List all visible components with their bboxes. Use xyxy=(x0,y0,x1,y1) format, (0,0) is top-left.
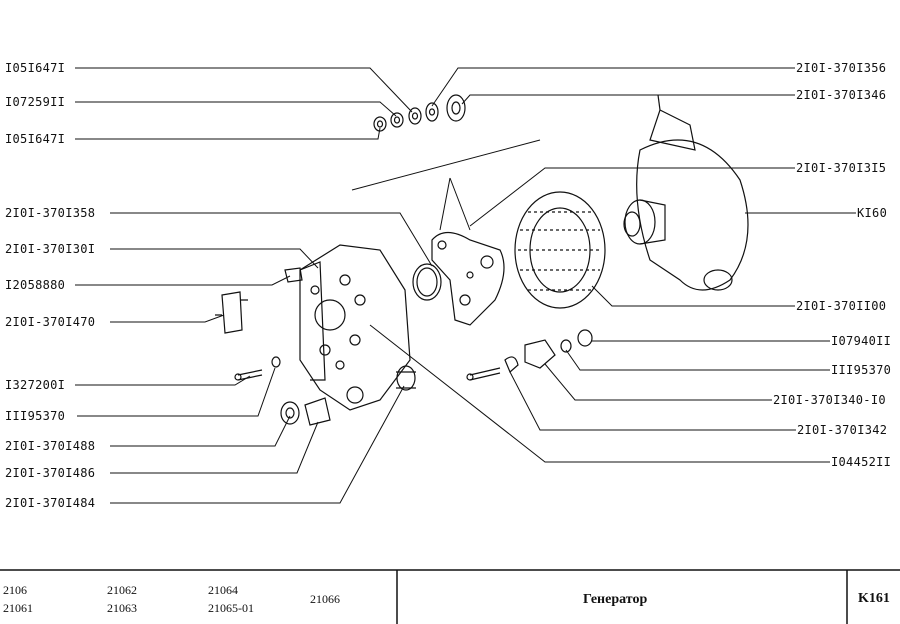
part-label: 2I0I-370I340-I0 xyxy=(772,393,887,407)
model-number: 2106 xyxy=(3,583,27,597)
part-label: I327200I xyxy=(4,378,67,392)
part-label: I07259II xyxy=(4,95,67,109)
part-label: III95370 xyxy=(4,409,67,423)
page-title: Генератор xyxy=(583,592,648,607)
part-label: 2I0I-370I486 xyxy=(4,466,97,480)
part-label: I07940II xyxy=(830,334,893,348)
generator-assembly xyxy=(623,94,749,291)
leader-lines xyxy=(75,67,857,504)
model-number: 21062 xyxy=(107,583,137,597)
part-label: I05I647I xyxy=(4,61,67,75)
part-label: KI60 xyxy=(856,206,889,220)
part-label: 2I0I-370I342 xyxy=(796,423,889,437)
small-parts xyxy=(215,267,556,426)
part-label: 2I0I-370I470 xyxy=(4,315,97,329)
part-label: 2I0I-370I358 xyxy=(4,206,97,220)
part-label: 2I0I-370I346 xyxy=(795,88,888,102)
page-code: K161 xyxy=(858,591,890,606)
part-label: I04452II xyxy=(830,455,893,469)
model-number: 21065-01 xyxy=(208,601,254,615)
part-label: 2I0I-370II00 xyxy=(795,299,888,313)
model-number: 21061 xyxy=(3,601,33,615)
part-label: III95370 xyxy=(830,363,893,377)
part-label: 2I0I-370I30I xyxy=(4,242,97,256)
washers xyxy=(271,94,593,425)
footer-frame xyxy=(0,569,900,624)
part-label: 2I0I-370I488 xyxy=(4,439,97,453)
model-number: 21063 xyxy=(107,601,137,615)
part-label: I05I647I xyxy=(4,132,67,146)
part-label: 2I0I-370I484 xyxy=(4,496,97,510)
part-label: 2I0I-370I3I5 xyxy=(795,161,888,175)
model-number: 21064 xyxy=(208,583,238,597)
stator xyxy=(514,191,606,309)
model-number: 21066 xyxy=(310,592,340,606)
rear-cover xyxy=(299,244,442,411)
rectifier-bridge xyxy=(431,231,505,326)
part-label: I2058880 xyxy=(4,278,67,292)
part-label: 2I0I-370I356 xyxy=(795,61,888,75)
